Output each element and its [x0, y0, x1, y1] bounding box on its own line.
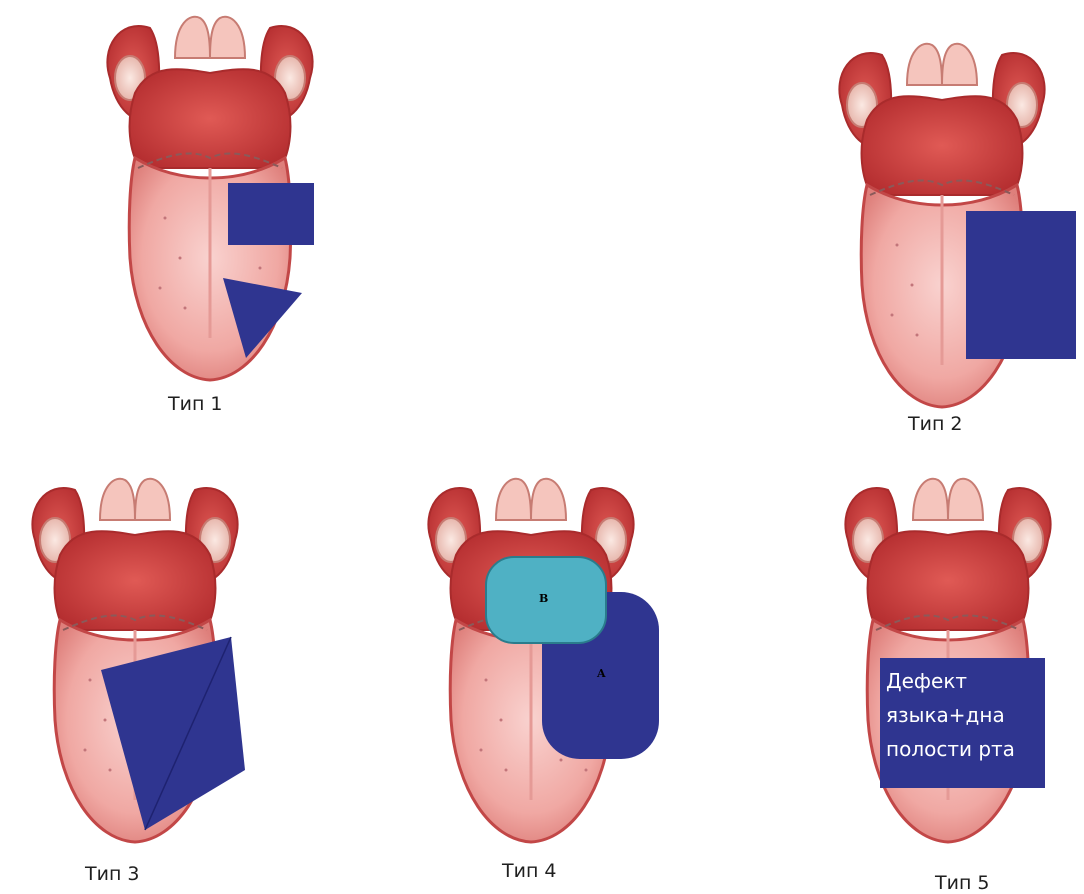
defect-text-line-3: полости рта	[886, 732, 1039, 766]
tongue-panel-type-4: B A	[411, 470, 651, 850]
defect-text-line-2: языка+дна	[886, 698, 1039, 732]
tongue-illustration: B A	[411, 470, 651, 850]
tongue-panel-type-5: Дефект языка+дна полости рта	[828, 470, 1068, 850]
type-1-label: Тип 1	[168, 393, 223, 415]
defect-text-line-1: Дефект	[886, 664, 1039, 698]
type-5-label: Тип 5	[935, 872, 990, 894]
tongue-panel-type-3	[15, 470, 255, 850]
tongue-panel-type-1	[90, 8, 330, 388]
type-2-label: Тип 2	[908, 413, 963, 435]
tongue-panel-type-2	[822, 35, 1062, 415]
zone-a-label: A	[596, 667, 606, 680]
defect-rectangle	[966, 211, 1076, 359]
type-3-label: Тип 3	[85, 863, 140, 885]
zone-b-label: B	[539, 592, 548, 605]
tongue-illustration	[90, 8, 330, 388]
defect-rectangle	[228, 183, 314, 245]
tongue-illustration	[822, 35, 1062, 415]
defect-text-block: Дефект языка+дна полости рта	[880, 658, 1045, 788]
tongue-illustration	[15, 470, 255, 850]
type-4-label: Тип 4	[502, 860, 557, 882]
